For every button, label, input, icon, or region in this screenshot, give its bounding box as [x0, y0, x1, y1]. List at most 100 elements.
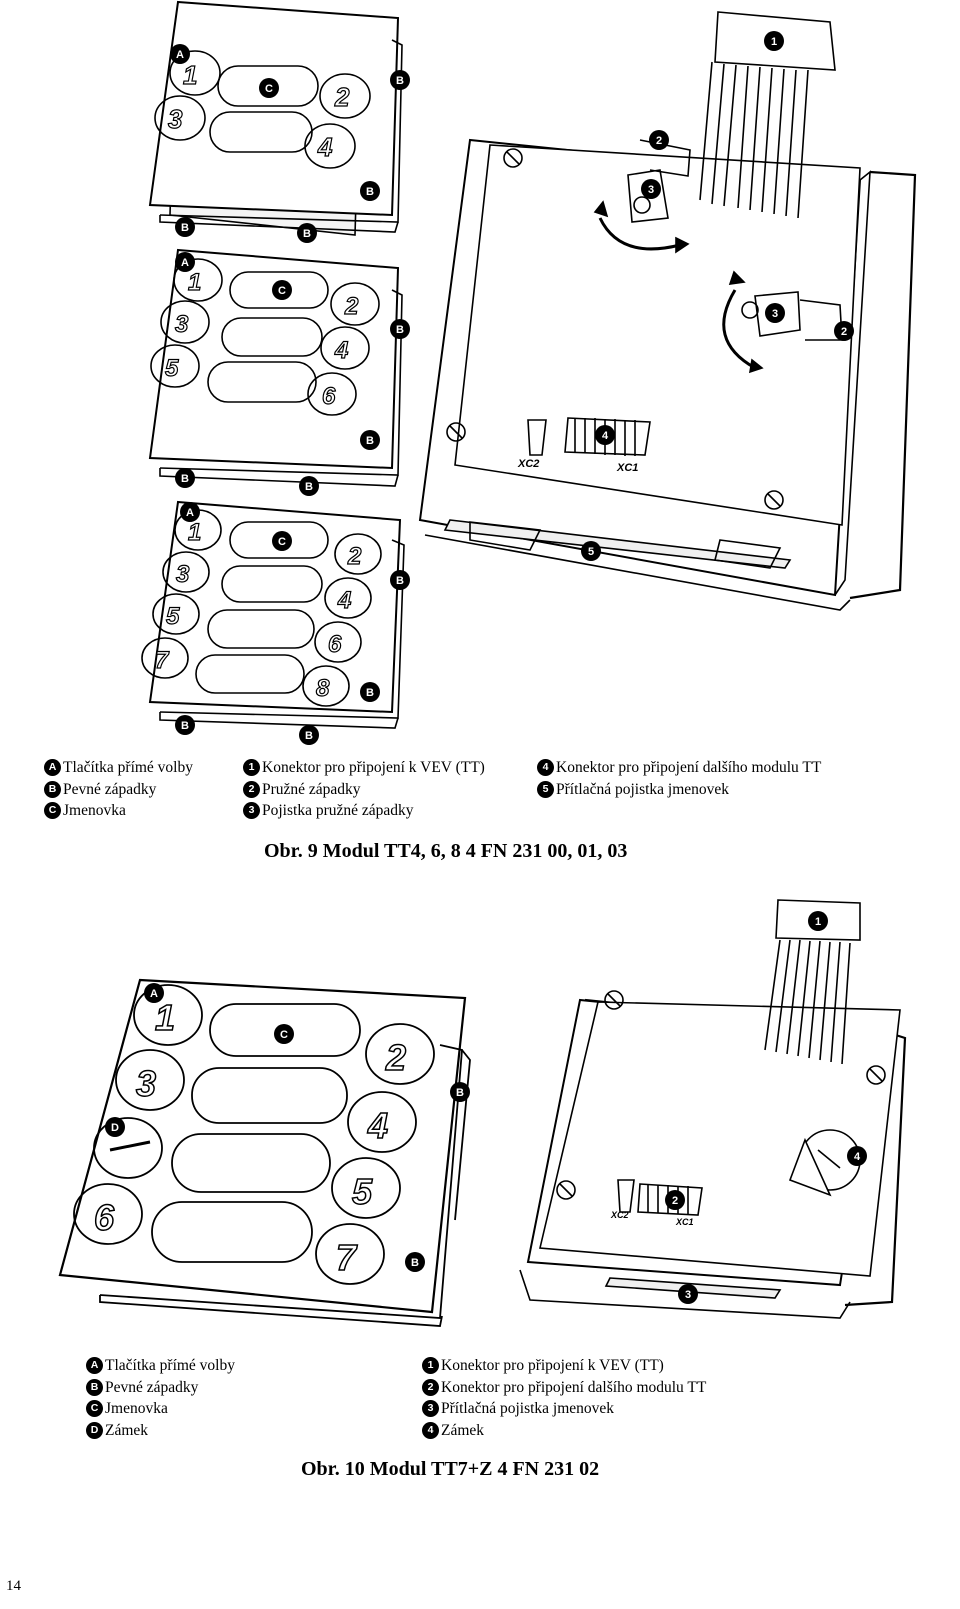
svg-text:B: B — [303, 228, 311, 240]
key-label: 4 — [337, 587, 351, 614]
key-label: 4 — [317, 132, 333, 162]
badge-c: C — [272, 531, 292, 551]
key-label: 1 — [155, 997, 175, 1038]
badge-b: B — [360, 682, 380, 702]
legend-text: Přítlačná pojistka jmenovek — [556, 780, 730, 798]
legend-text: Jmenovka — [105, 1400, 168, 1417]
legend-marker: B — [44, 780, 61, 798]
xc1-label: XC1 — [675, 1217, 694, 1227]
legend-marker: D — [86, 1421, 103, 1439]
badge-4: 4 — [847, 1146, 867, 1166]
svg-text:1: 1 — [815, 916, 821, 928]
svg-text:B: B — [305, 730, 313, 742]
svg-text:2: 2 — [656, 135, 662, 147]
badge-b: B — [405, 1252, 425, 1272]
key-label: 8 — [316, 675, 330, 702]
svg-text:B: B — [396, 324, 404, 336]
legend-text: Konektor pro připojení k VEV (TT) — [262, 759, 485, 776]
key-label: 2 — [347, 543, 362, 570]
svg-text:3: 3 — [648, 184, 654, 196]
badge-2: 2 — [649, 130, 669, 150]
svg-text:B: B — [366, 435, 374, 447]
svg-text:4: 4 — [854, 1151, 861, 1163]
legend-marker: 1 — [243, 759, 260, 777]
svg-text:2: 2 — [841, 326, 847, 338]
badge-b: B — [390, 319, 410, 339]
svg-text:C: C — [280, 1029, 288, 1041]
legend-marker: B — [86, 1378, 103, 1396]
badge-b: B — [390, 70, 410, 90]
badge-2: 2 — [834, 321, 854, 341]
svg-text:C: C — [278, 536, 286, 548]
xc2-label: XC2 — [517, 458, 539, 470]
svg-text:B: B — [396, 575, 404, 587]
legend-text: Přítlačná pojistka jmenovek — [441, 1400, 615, 1417]
svg-text:4: 4 — [602, 430, 609, 442]
svg-text:2: 2 — [672, 1195, 678, 1207]
key-label: 1 — [188, 519, 201, 546]
svg-text:A: A — [186, 507, 194, 519]
key-label: 3 — [136, 1063, 156, 1104]
legend-marker: A — [44, 759, 61, 777]
svg-text:B: B — [396, 75, 404, 87]
badge-3: 3 — [641, 179, 661, 199]
badge-b: B — [175, 217, 195, 237]
key-label: 2 — [344, 293, 359, 320]
svg-text:B: B — [305, 481, 313, 493]
legend-marker: C — [44, 802, 61, 820]
legend-marker: 3 — [243, 802, 260, 820]
legend-text: Zámek — [441, 1421, 485, 1439]
legend-text: Pružné západky — [262, 780, 361, 798]
fig10-caption: Obr. 10 Modul TT7+Z 4 FN 231 02 — [301, 1458, 600, 1480]
key-label: 5 — [352, 1171, 373, 1212]
badge-b: B — [360, 430, 380, 450]
svg-text:B: B — [456, 1087, 464, 1099]
key-label: 3 — [175, 311, 189, 338]
badge-b: B — [299, 476, 319, 496]
badge-c: C — [272, 280, 292, 300]
module-back-assembly — [418, 11, 917, 611]
badge-a: A — [144, 983, 164, 1003]
badge-3: 3 — [678, 1284, 698, 1304]
key-label: 5 — [165, 355, 179, 382]
badge-5: 5 — [581, 541, 601, 561]
badge-d: D — [105, 1117, 125, 1137]
svg-text:3: 3 — [772, 308, 778, 320]
svg-text:5: 5 — [588, 546, 594, 558]
key-label: 6 — [322, 383, 336, 410]
key-label: 2 — [385, 1037, 406, 1078]
svg-text:A: A — [181, 257, 189, 269]
legend-text: Tlačítka přímé volby — [63, 759, 193, 776]
key-label: 5 — [166, 603, 180, 630]
module-tt7z-back — [519, 899, 907, 1319]
badge-c: C — [259, 78, 279, 98]
svg-text:B: B — [411, 1257, 419, 1269]
badge-b: B — [360, 181, 380, 201]
badge-3: 3 — [765, 303, 785, 323]
fig9-caption: Obr. 9 Modul TT4, 6, 8 4 FN 231 00, 01, … — [264, 840, 628, 862]
svg-text:3: 3 — [685, 1289, 691, 1301]
svg-text:A: A — [176, 49, 184, 61]
svg-text:1: 1 — [771, 36, 777, 48]
xc2-label: XC2 — [610, 1210, 629, 1220]
badge-b: B — [175, 715, 195, 735]
legend-marker: 3 — [422, 1400, 439, 1418]
page-number: 14 — [6, 1578, 21, 1594]
svg-text:D: D — [111, 1122, 119, 1134]
key-label: 3 — [168, 104, 183, 134]
badge-b: B — [297, 223, 317, 243]
key-label: 1 — [188, 269, 201, 296]
svg-text:B: B — [366, 687, 374, 699]
module-tt6-front — [148, 248, 403, 487]
legend-text: Jmenovka — [63, 802, 126, 819]
